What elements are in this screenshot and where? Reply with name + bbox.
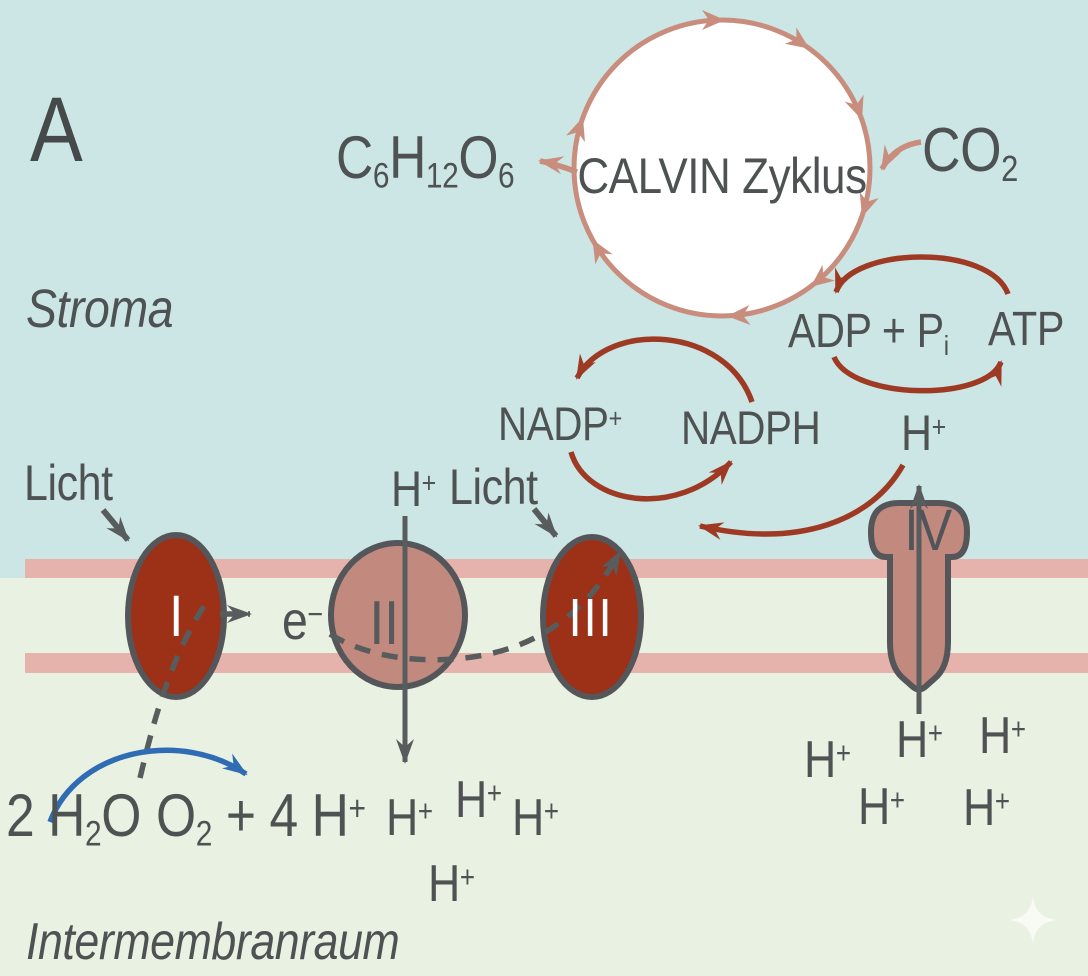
electron-label: e− — [282, 591, 323, 651]
proton-label: H+ — [455, 771, 502, 829]
nadp-label: NADP+ — [498, 397, 622, 450]
light-arrow-right — [531, 507, 559, 538]
water-splitting-arrow — [47, 747, 248, 823]
stroma-label: Stroma — [26, 279, 174, 339]
sparkle-icon — [1010, 897, 1056, 943]
complex-iv-numeral: IV — [904, 498, 952, 563]
light-arrow-left — [100, 508, 131, 542]
nadph-label: NADPH — [681, 401, 821, 454]
proton-flow-curve — [698, 463, 906, 540]
water-label: 2 H2O — [6, 782, 141, 854]
stroma-background — [0, 0, 1088, 578]
proton-label: H+ — [428, 855, 475, 913]
co2-label: CO2 — [922, 116, 1018, 190]
glucose-label: C6H12O6 — [336, 124, 515, 196]
panel-letter: A — [30, 79, 83, 181]
electron-path — [137, 550, 623, 779]
intermembrane-label: Intermembranraum — [26, 913, 400, 971]
calvin-cycle-title: CALVIN Zyklus — [577, 148, 867, 204]
oxygen-label: O2 + 4 H+ — [156, 782, 366, 854]
proton-label: H+ — [391, 461, 436, 517]
proton-label: H+ — [512, 789, 559, 847]
complex-ii-numeral: II — [369, 589, 399, 658]
proton-label: H+ — [963, 779, 1010, 837]
proton-label: H+ — [979, 707, 1026, 765]
nadp-cycle-arrows — [568, 336, 755, 502]
proton-label: H+ — [858, 778, 905, 836]
proton-label: H+ — [386, 789, 433, 847]
atp-cycle-arrows — [831, 254, 1011, 394]
co2-input-arrow — [879, 139, 922, 171]
glucose-output-arrow — [538, 156, 578, 175]
light-label-left: Licht — [24, 455, 113, 511]
complex-iii-numeral: III — [568, 588, 614, 648]
adp-pi-label: ADP + Pi — [788, 305, 949, 361]
light-label-right: Licht — [449, 459, 538, 515]
proton-label: H+ — [896, 711, 943, 769]
complex-i-numeral: I — [169, 584, 183, 649]
proton-label: H+ — [901, 405, 946, 461]
proton-label: H+ — [804, 731, 851, 789]
complex-iii-shape — [540, 534, 644, 700]
atp-label: ATP — [988, 303, 1064, 356]
